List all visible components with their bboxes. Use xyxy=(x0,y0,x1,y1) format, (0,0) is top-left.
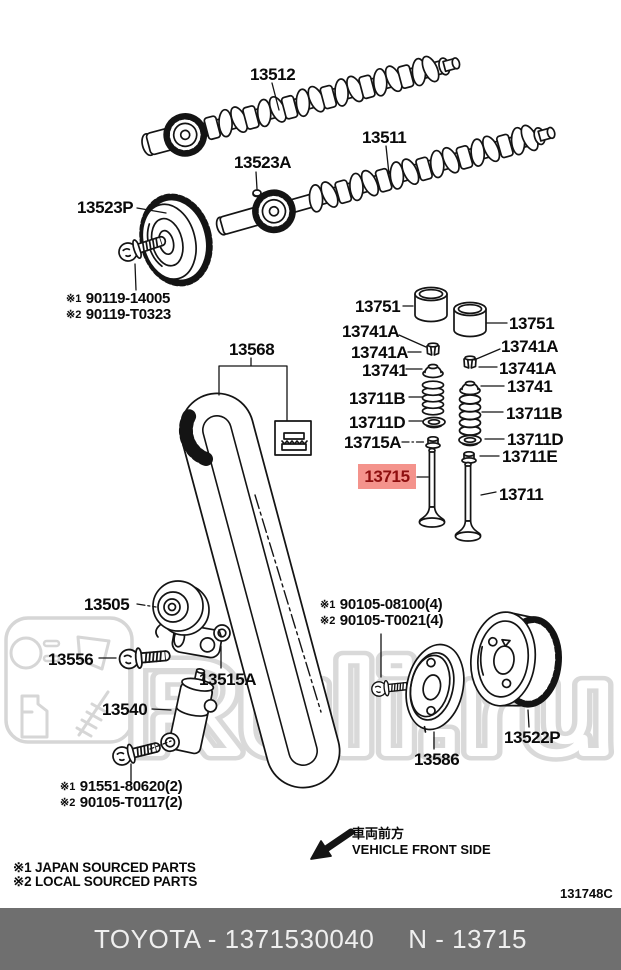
part-callout-13751-right[interactable]: 13751 xyxy=(509,314,555,333)
footer-bar: TOYOTA - 1371530040 N - 13715 xyxy=(0,908,621,970)
crank-gear-drawing xyxy=(470,611,562,708)
fastener-note-crank-bolt: ※1 90105-08100(4) ※2 90105-T0021(4) xyxy=(320,597,443,629)
note-part-number: 90119-T0323 xyxy=(85,306,171,323)
part-callout-13711D-left[interactable]: 13711D xyxy=(349,413,406,432)
note-part-number: 90105-T0117(2) xyxy=(79,794,183,811)
part-callout-13515A[interactable]: 13515A xyxy=(199,670,257,689)
leader-lines xyxy=(98,82,530,782)
legend-local-sourced: ※2 LOCAL SOURCED PARTS xyxy=(13,874,198,889)
part-callout-13512[interactable]: 13512 xyxy=(250,65,296,84)
note-part-number: 90105-08100(4) xyxy=(339,596,443,613)
part-callout-13741-left[interactable]: 13741 xyxy=(362,361,408,380)
footer-part-number: N - 13715 xyxy=(408,923,527,954)
valve-stack-exhaust xyxy=(453,301,487,542)
part-callout-13711B-right[interactable]: 13711B xyxy=(506,404,563,423)
camshaft-drawing xyxy=(141,53,461,157)
valve-stack-intake xyxy=(414,286,448,528)
belt-section-detail xyxy=(274,420,312,456)
part-callout-13586[interactable]: 13586 xyxy=(414,750,460,769)
note-prefix: ※1 xyxy=(60,781,76,793)
part-callout-13711[interactable]: 13711 xyxy=(499,485,544,504)
belt-guide-drawing xyxy=(405,643,465,733)
fastener-note-tensioner-bolt: ※1 91551-80620(2) ※2 90105-T0117(2) xyxy=(60,778,183,811)
part-callout-13715A[interactable]: 13715A xyxy=(344,433,402,452)
vehicle-front-label-jp: 車両前方 xyxy=(352,826,405,841)
part-callout-13540[interactable]: 13540 xyxy=(102,700,148,719)
part-callout-13715-highlighted[interactable]: 13715 xyxy=(358,464,416,489)
part-callout-13711D-right[interactable]: 13711D xyxy=(507,430,564,449)
part-callout-13741-right[interactable]: 13741 xyxy=(507,377,553,396)
note-prefix: ※2 xyxy=(66,309,82,321)
vehicle-front-label-en: VEHICLE FRONT SIDE xyxy=(352,842,491,857)
part-callout-13741A-right-1[interactable]: 13741A xyxy=(501,337,559,356)
fastener-note-cam-bolt: ※1 90119-14005 ※2 90119-T0323 xyxy=(66,291,171,323)
diagram-code: 131748C xyxy=(560,886,613,901)
part-callout-13556[interactable]: 13556 xyxy=(48,650,94,669)
washer-drawing xyxy=(213,624,231,642)
part-callout-13751-left[interactable]: 13751 xyxy=(355,297,401,316)
legend-japan-sourced: ※1 JAPAN SOURCED PARTS xyxy=(13,860,196,875)
note-prefix: ※2 xyxy=(60,797,76,809)
part-callout-13741A-left-2[interactable]: 13741A xyxy=(351,343,409,362)
note-prefix: ※2 xyxy=(320,615,336,627)
note-part-number: 90105-T0021(4) xyxy=(339,612,444,629)
part-callout-13523P[interactable]: 13523P xyxy=(77,198,134,217)
part-callout-13741A-left-1[interactable]: 13741A xyxy=(342,322,400,341)
part-callout-13568[interactable]: 13568 xyxy=(229,340,275,359)
footer-catalog-number: TOYOTA - 1371530040 xyxy=(94,923,375,954)
part-callout-13511[interactable]: 13511 xyxy=(362,128,407,147)
part-callout-13711B-left[interactable]: 13711B xyxy=(349,389,406,408)
part-callout-13711E[interactable]: 13711E xyxy=(502,447,558,466)
tensioner-drawing xyxy=(160,668,218,755)
part-callout-13505[interactable]: 13505 xyxy=(84,595,130,614)
note-part-number: 91551-80620(2) xyxy=(79,778,183,795)
note-prefix: ※1 xyxy=(66,293,82,305)
idler-pulley-drawing xyxy=(152,580,223,659)
timing-belt-drawing xyxy=(178,392,341,789)
highlighted-part-number: 13715 xyxy=(364,466,410,486)
part-callout-13741A-right-2[interactable]: 13741A xyxy=(499,359,557,378)
camshaft-plug-drawing xyxy=(252,189,262,198)
vehicle-front-arrow-icon xyxy=(310,828,355,860)
part-callout-13523A[interactable]: 13523A xyxy=(234,153,292,172)
cam-pulley-drawing xyxy=(139,193,213,287)
part-callout-13522P[interactable]: 13522P xyxy=(504,728,561,747)
note-part-number: 90119-14005 xyxy=(85,290,171,307)
camshaft-no2-drawing xyxy=(215,122,556,236)
note-prefix: ※1 xyxy=(320,599,336,611)
